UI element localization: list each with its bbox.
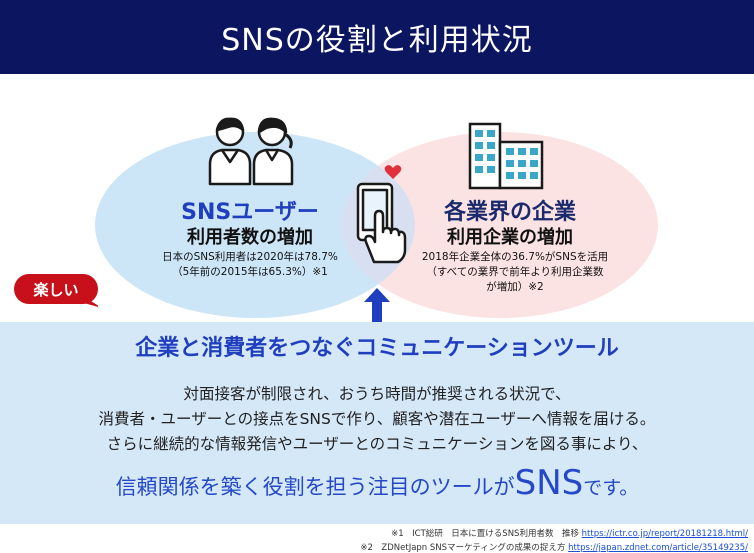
users-subtitle: 利用者数の増加 (187, 227, 313, 248)
footnote-2: ※2 ZDNetJapn SNSマーケティングの成果の捉え方 https://j… (0, 541, 748, 553)
speech-bubble-badge (14, 274, 98, 307)
users-icon (208, 117, 294, 186)
footnote-link[interactable]: https://japan.zdnet.com/article/35149235… (568, 543, 748, 553)
panel-heading: 企業と消費者をつなぐコミュニケーションツール (135, 336, 619, 361)
business-description: 2018年企業全体の36.7%がSNSを活用 （すべての業界で前年より利用企業数… (400, 250, 630, 295)
right-circle (342, 132, 658, 318)
closing-suffix: です。 (583, 477, 639, 499)
business-desc-line: 2018年企業全体の36.7%がSNSを活用 (421, 251, 609, 263)
heart-icon (384, 165, 402, 179)
badge-label: 楽しい (33, 280, 79, 299)
business-desc-line: （すべての業界で前年より利用企業数 (426, 266, 604, 278)
page-title: SNSの役割と利用状況 (221, 23, 533, 58)
panel-body-line: 対面接客が制限され、おうち時間が推奨される状況で、 (183, 385, 571, 403)
footnote-text: ※1 ICT総研 日本に置けるSNS利用者数 推移 (391, 529, 579, 539)
footnote-link[interactable]: https://ictr.co.jp/report/20181218.html/ (581, 529, 748, 539)
business-subtitle: 利用企業の増加 (447, 227, 573, 248)
info-panel (0, 322, 754, 524)
business-title: 各業界の企業 (443, 200, 576, 225)
closing-emphasis: SNS (514, 463, 584, 503)
users-desc-line: 日本のSNS利用者は2020年は78.7% (162, 251, 338, 263)
smartphone-touch-icon (356, 182, 407, 264)
panel-closing: 信頼関係を築く役割を担う注目のツールがSNSです。 (0, 463, 754, 503)
users-desc-line: （5年前の2015年は65.3%）※1 (172, 266, 328, 278)
arrow-up-icon (364, 288, 390, 322)
panel-body-line: 消費者・ユーザーとの接点をSNSで作り、顧客や潜在ユーザーへ情報を届ける。 (98, 410, 656, 428)
business-desc-line: が増加）※2 (486, 281, 544, 293)
users-title: SNSユーザー (181, 200, 319, 225)
footnote-1: ※1 ICT総研 日本に置けるSNS利用者数 推移 https://ictr.c… (0, 527, 748, 539)
closing-prefix: 信頼関係を築く役割を担う注目のツールが (115, 475, 515, 499)
users-description: 日本のSNS利用者は2020年は78.7% （5年前の2015年は65.3%）※… (140, 250, 360, 280)
left-circle (95, 132, 415, 318)
panel-body-line: さらに継続的な情報発信やユーザーとのコミュニケーションを図る事により、 (106, 435, 648, 453)
buildings-icon (468, 122, 544, 190)
venn-diagram (0, 74, 754, 324)
header-bar (0, 0, 754, 74)
footnote-text: ※2 ZDNetJapn SNSマーケティングの成果の捉え方 (360, 543, 566, 553)
